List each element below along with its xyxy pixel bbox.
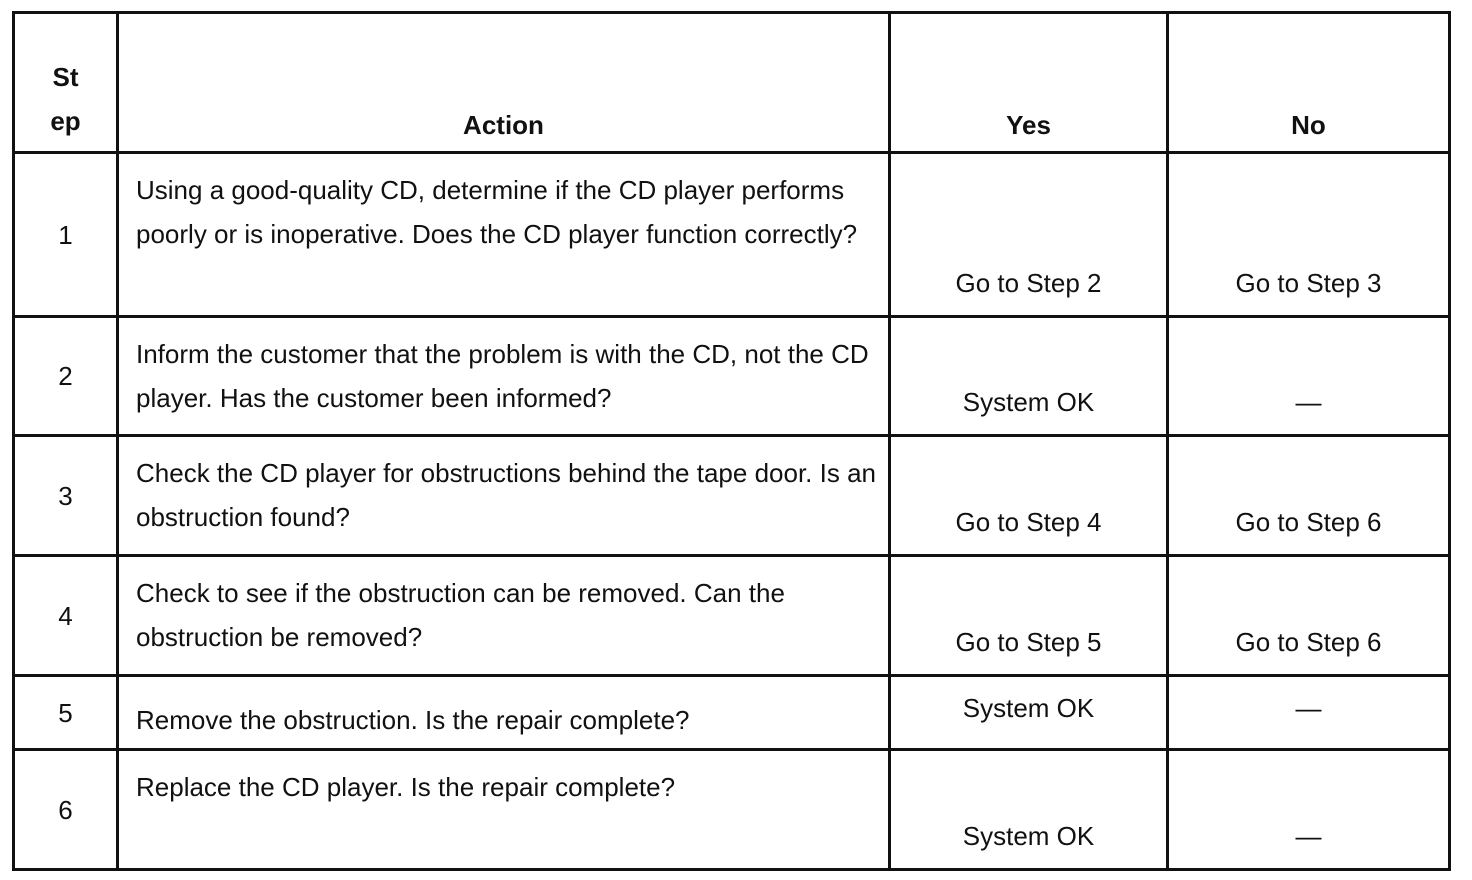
header-row: St ep Action Yes No bbox=[12, 11, 1451, 154]
step-cell: 5 bbox=[12, 674, 119, 751]
step-cell: 1 bbox=[12, 151, 119, 318]
header-step-line1: St bbox=[52, 62, 79, 92]
diagnostic-table: St ep Action Yes No 1 Using a good-quali… bbox=[12, 11, 1451, 871]
table-row: 5 Remove the obstruction. Is the repair … bbox=[12, 674, 1451, 751]
no-cell: Go to Step 3 bbox=[1166, 151, 1451, 318]
action-cell: Using a good-quality CD, determine if th… bbox=[116, 151, 891, 318]
header-yes: Yes bbox=[888, 11, 1169, 154]
yes-cell: System OK bbox=[888, 674, 1169, 751]
step-cell: 6 bbox=[12, 748, 119, 871]
yes-cell: System OK bbox=[888, 315, 1169, 437]
yes-cell: Go to Step 4 bbox=[888, 434, 1169, 557]
no-cell: Go to Step 6 bbox=[1166, 434, 1451, 557]
table-row: 3 Check the CD player for obstructions b… bbox=[12, 434, 1451, 557]
header-step-line2: ep bbox=[50, 106, 81, 136]
no-cell: Go to Step 6 bbox=[1166, 554, 1451, 677]
no-cell: — bbox=[1166, 674, 1451, 751]
table-row: 1 Using a good-quality CD, determine if … bbox=[12, 151, 1451, 318]
table-row: 6 Replace the CD player. Is the repair c… bbox=[12, 748, 1451, 871]
action-cell: Inform the customer that the problem is … bbox=[116, 315, 891, 437]
yes-cell: System OK bbox=[888, 748, 1169, 871]
step-cell: 4 bbox=[12, 554, 119, 677]
table-row: 4 Check to see if the obstruction can be… bbox=[12, 554, 1451, 677]
yes-cell: Go to Step 2 bbox=[888, 151, 1169, 318]
header-no: No bbox=[1166, 11, 1451, 154]
action-cell: Replace the CD player. Is the repair com… bbox=[116, 748, 891, 871]
header-action: Action bbox=[116, 11, 891, 154]
action-cell: Check the CD player for obstructions beh… bbox=[116, 434, 891, 557]
header-step: St ep bbox=[12, 11, 119, 154]
step-cell: 2 bbox=[12, 315, 119, 437]
action-cell: Check to see if the obstruction can be r… bbox=[116, 554, 891, 677]
step-cell: 3 bbox=[12, 434, 119, 557]
table-row: 2 Inform the customer that the problem i… bbox=[12, 315, 1451, 437]
action-cell: Remove the obstruction. Is the repair co… bbox=[116, 674, 891, 751]
no-cell: — bbox=[1166, 748, 1451, 871]
no-cell: — bbox=[1166, 315, 1451, 437]
yes-cell: Go to Step 5 bbox=[888, 554, 1169, 677]
